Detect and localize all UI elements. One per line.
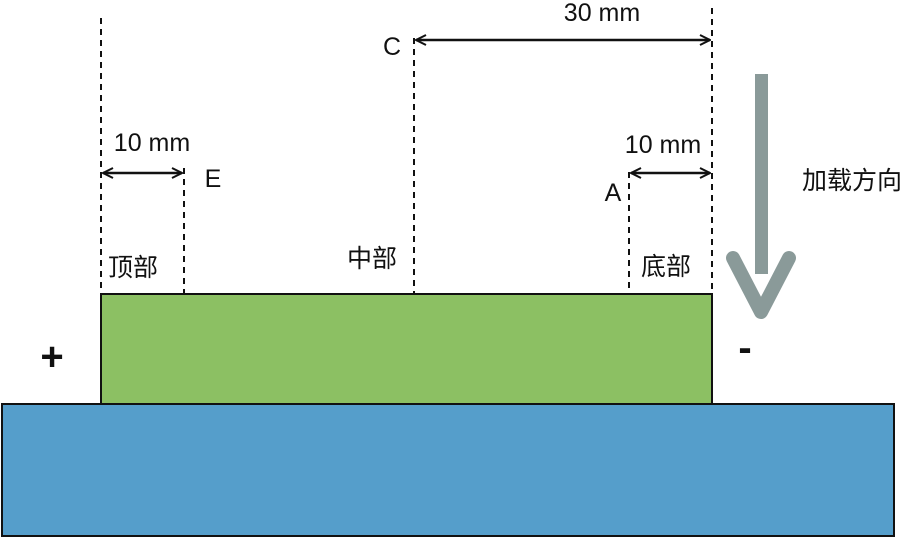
specimen-block [100,293,713,405]
base-plate [1,403,895,537]
dimension-label-right-10mm: 10 mm [625,131,701,159]
region-label-bottom: 底部 [641,252,691,281]
region-label-top: 顶部 [108,253,158,282]
dimension-label-30mm: 30 mm [564,0,640,27]
point-label-a: A [605,179,622,207]
dimension-label-left-10mm: 10 mm [114,129,190,157]
terminal-label-positive: + [40,335,63,379]
load-direction-label: 加载方向 [802,166,902,195]
point-label-c: C [383,33,401,61]
terminal-label-negative: - [738,326,751,370]
region-label-middle: 中部 [347,244,397,273]
point-label-e: E [205,165,222,193]
load-direction-arrow [726,74,796,319]
